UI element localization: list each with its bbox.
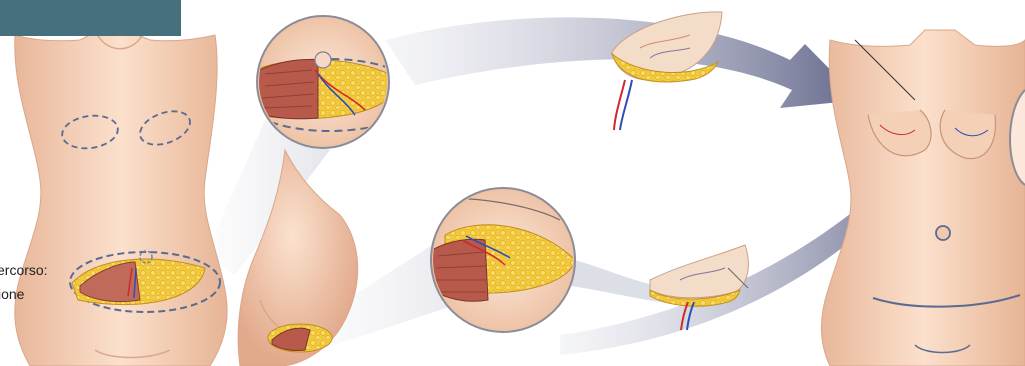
header-color-bar: [0, 0, 181, 36]
upper-flap-artery: [614, 80, 625, 130]
gluteal-flap-inset: [431, 188, 575, 332]
torso-left-outline: [15, 30, 227, 366]
caption-line-2: ione: [0, 282, 48, 306]
front-torso-after: [821, 30, 1025, 366]
caption-text: ercorso: ione: [0, 258, 48, 306]
front-torso-before: [15, 30, 227, 366]
upper-flap-vein: [620, 80, 632, 130]
torso-right-outline: [821, 30, 1025, 366]
navel-after: [936, 226, 950, 240]
caption-line-1: ercorso:: [0, 258, 48, 282]
